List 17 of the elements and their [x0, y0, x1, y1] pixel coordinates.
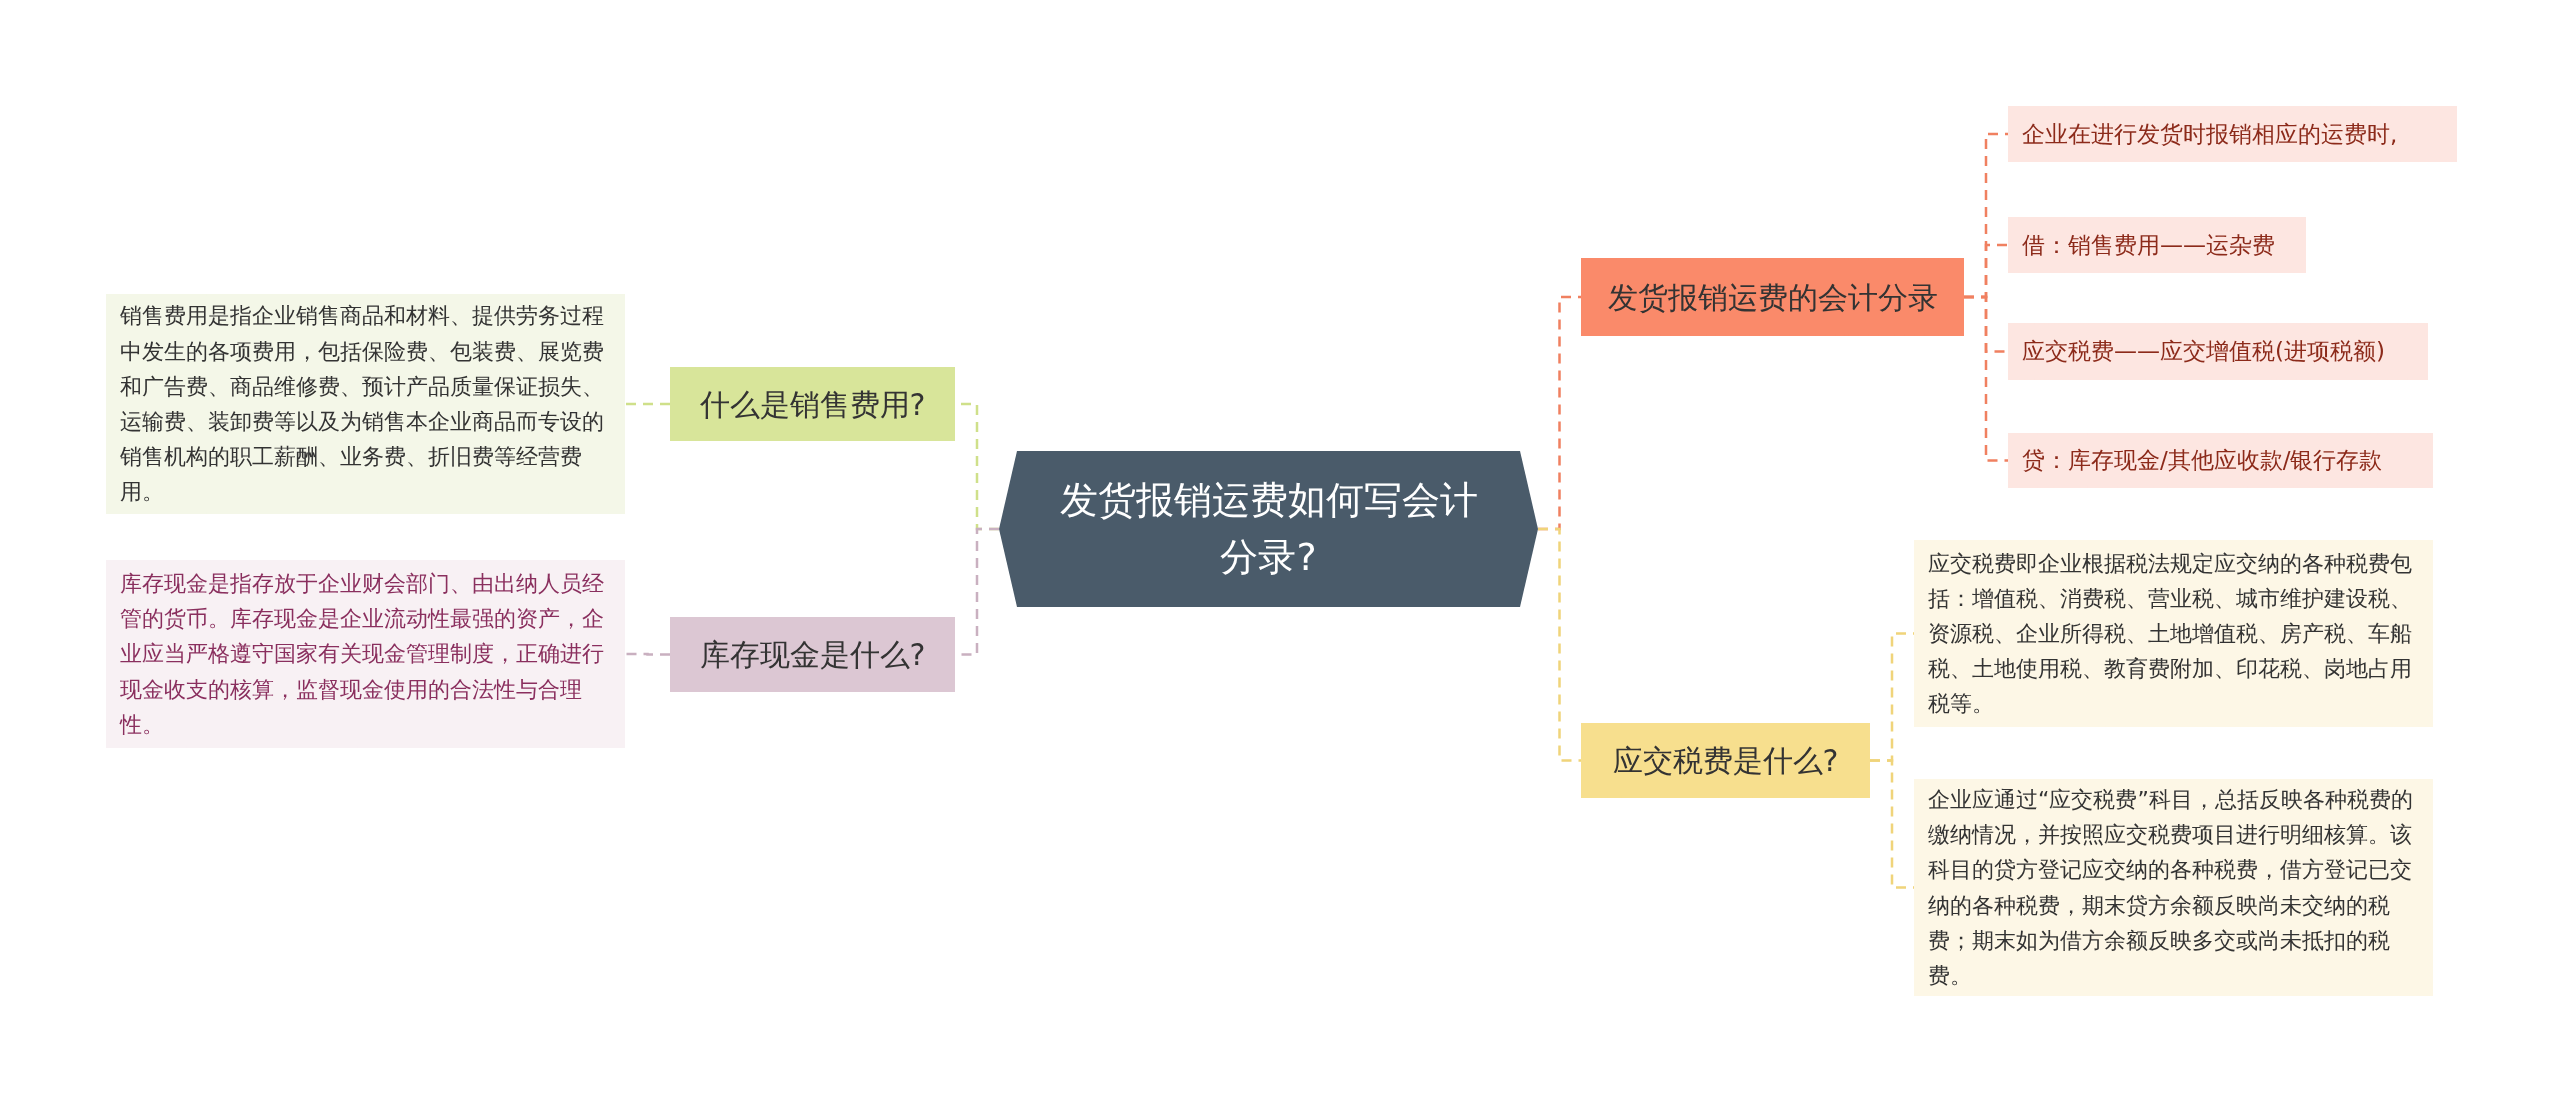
text-box: 企业应通过“应交税费”科目，总括反映各种税费的缴纳情况，并按照应交税费项目进行明细核算。该科目的贷方登记应交纳的各种税费，借方登记已交纳的各种税费，期末贷方余额反映尚未交纳的税费；期末如为借方余额反映多交或尚未抵扣的税费。	[1914, 779, 2433, 996]
connector-line	[625, 652, 670, 656]
connector-line	[1964, 295, 2008, 462]
subtopic-box: 企业在进行发货时报销相应的运费时,	[2008, 106, 2457, 162]
topic-box: 库存现金是什么?	[670, 617, 955, 692]
connector-line	[1538, 527, 1581, 762]
topic-box: 发货报销运费的会计分录	[1581, 258, 1964, 336]
connector-line	[625, 402, 670, 406]
subtopic-box: 贷：库存现金/其他应收款/银行存款	[2008, 433, 2433, 488]
text-box: 销售费用是指企业销售商品和材料、提供劳务过程中发生的各项费用，包括保险费、包装费、展览费和广告费、商品维修费、预计产品质量保证损失、运输费、装卸费等以及为销售本企业商品而专设的销售机构的职工薪酬、业务费、折旧费等经营费用。	[106, 294, 625, 514]
central-topic-hexagon: 发货报销运费如何写会计分录?	[999, 451, 1538, 607]
topic-box: 什么是销售费用?	[670, 367, 955, 441]
text-box: 库存现金是指存放于企业财会部门、由出纳人员经管的货币。库存现金是企业流动性最强的资产，企业应当严格遵守国家有关现金管理制度，正确进行现金收支的核算，监督现金使用的合法性与合理性。	[106, 560, 625, 748]
subtopic-box: 应交税费——应交增值税(进项税额)	[2008, 323, 2428, 380]
text-box: 应交税费即企业根据税法规定应交纳的各种税费包括：增值税、消费税、营业税、城市维护建设税、资源税、企业所得税、土地增值税、房产税、车船税、土地使用税、教育费附加、印花税、岗地占用税等。	[1914, 540, 2433, 727]
topic-box: 应交税费是什么?	[1581, 723, 1870, 798]
subtopic-box: 借：销售费用——运杂费	[2008, 217, 2306, 273]
